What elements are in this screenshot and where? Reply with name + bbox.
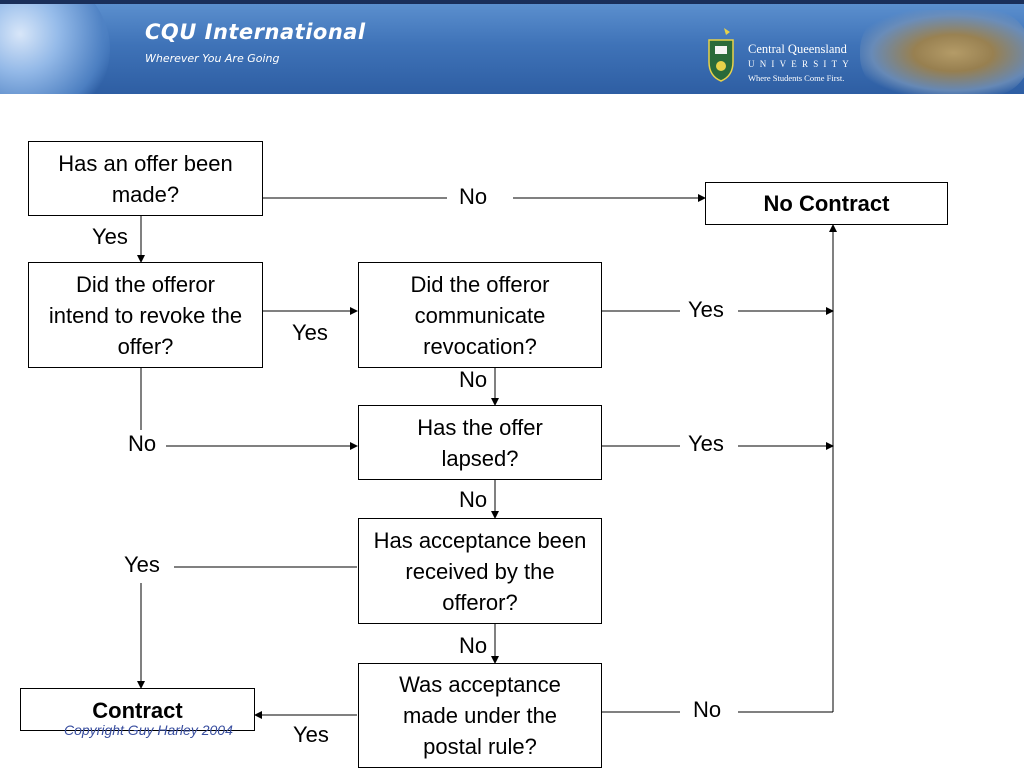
globe-image-left xyxy=(0,4,110,94)
globe-image-right xyxy=(860,10,1024,94)
edge-label-offer-no: No xyxy=(457,184,490,209)
edge-label-revoke-yes: Yes xyxy=(290,320,330,345)
node-intend-revoke: Did the offeror intend to revoke the off… xyxy=(28,262,263,368)
university-crest-icon xyxy=(708,28,734,82)
edge-label-lapsed-no: No xyxy=(457,487,490,512)
edge-label-received-yes: Yes xyxy=(122,552,162,577)
node-contract: Contract xyxy=(20,688,255,731)
node-acceptance-received: Has acceptance been received by the offe… xyxy=(358,518,602,624)
node-offer-made: Has an offer been made? xyxy=(28,141,263,216)
banner-subtitle: Wherever You Are Going xyxy=(145,52,280,65)
university-tagline: Where Students Come First. xyxy=(748,73,845,83)
university-word: UNIVERSITY xyxy=(748,59,854,69)
node-offer-lapsed: Has the offer lapsed? xyxy=(358,405,602,480)
edge-label-lapsed-yes: Yes xyxy=(686,431,726,456)
edge-label-communicate-no: No xyxy=(457,367,490,392)
edge-label-postal-no: No xyxy=(691,697,724,722)
header-banner: CQU International Wherever You Are Going… xyxy=(0,0,1024,94)
copyright-text: Copyright Guy Harley 2004 xyxy=(64,722,233,738)
edge-label-communicate-yes: Yes xyxy=(686,297,726,322)
node-communicate-revocation: Did the offeror communicate revocation? xyxy=(358,262,602,368)
edge-label-received-no: No xyxy=(457,633,490,658)
edge-label-revoke-no: No xyxy=(126,431,159,456)
node-postal-rule: Was acceptance made under the postal rul… xyxy=(358,663,602,768)
banner-title: CQU International xyxy=(145,20,366,44)
edge-label-offer-yes: Yes xyxy=(92,224,128,249)
node-no-contract: No Contract xyxy=(705,182,948,225)
university-name: Central Queensland xyxy=(748,42,847,56)
edge-label-postal-yes: Yes xyxy=(291,722,331,747)
